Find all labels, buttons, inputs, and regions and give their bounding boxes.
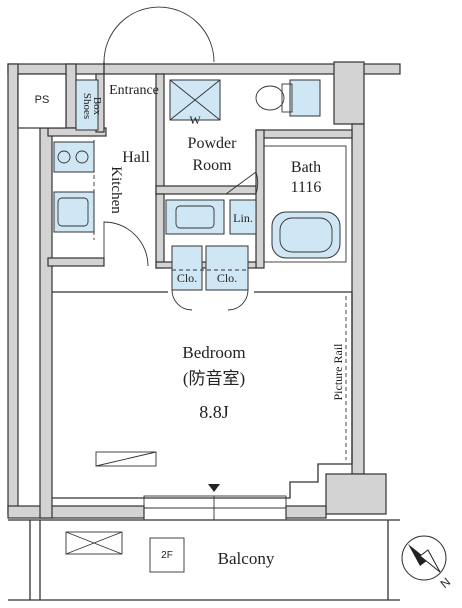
closet-left <box>171 245 203 291</box>
entrance-label: Entrance <box>109 83 159 98</box>
aircon-unit <box>95 451 157 467</box>
washer-label: W <box>189 113 201 127</box>
floor-mark-box <box>149 537 185 573</box>
balcony-label: Balcony <box>218 549 275 568</box>
bath-size-label: 1116 <box>291 179 322 196</box>
entrance-door <box>103 6 215 74</box>
powder-room-label-1: Powder <box>188 135 238 152</box>
powder-room-label-2: Room <box>192 157 232 174</box>
vanity-sink <box>165 199 225 235</box>
kitchen-door <box>103 221 149 267</box>
bath-label: Bath <box>291 159 321 176</box>
bedroom-size-label: 8.8J <box>199 402 229 422</box>
bath-area <box>263 145 347 263</box>
shoes-box-label-2: Box <box>91 97 103 116</box>
closet-right-label: Clo. <box>217 271 237 285</box>
bedroom-outline <box>52 291 353 499</box>
north-label: N <box>438 575 454 591</box>
closet-left-label: Clo. <box>177 271 197 285</box>
bedroom-label: Bedroom <box>182 343 245 362</box>
ps-box <box>17 73 67 129</box>
bedroom-jp-label: (防音室) <box>183 369 245 388</box>
powder-door <box>225 171 259 195</box>
linen-closet <box>229 199 257 235</box>
floor-mark-label: 2F <box>161 550 173 561</box>
shoes-box <box>75 79 99 131</box>
walls <box>7 61 401 519</box>
toilet-icon <box>255 79 321 117</box>
north-arrow-icon <box>401 535 447 581</box>
closet-doors <box>171 289 249 311</box>
bathtub <box>271 211 341 259</box>
linen-label: Lin. <box>233 211 253 225</box>
closet-right <box>205 245 249 291</box>
picture-rail-label: Picture Rail <box>331 343 345 401</box>
balcony-area: 2F Balcony <box>8 519 400 601</box>
stove <box>53 141 95 173</box>
hall-label: Hall <box>122 149 150 166</box>
balcony-window <box>143 484 287 521</box>
shoes-box-label-1: Shoes <box>81 93 93 119</box>
ps-label: PS <box>35 94 50 106</box>
kitchen-label: Kitchen <box>108 166 124 214</box>
